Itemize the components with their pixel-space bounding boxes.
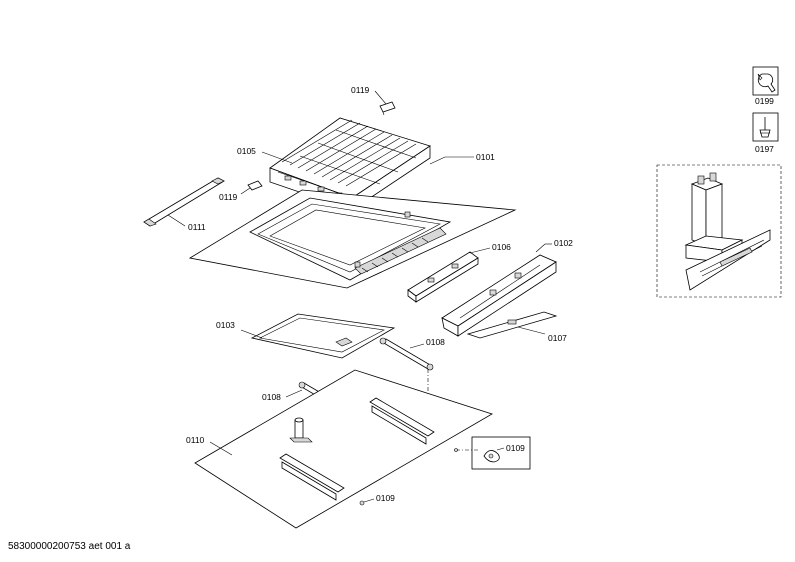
- label-0109-box: 0109: [506, 443, 525, 453]
- part-0105-filter-housing: [269, 117, 431, 211]
- label-0119-mid: 0119: [219, 192, 238, 202]
- label-0102: 0102: [554, 238, 573, 248]
- part-0111-mounting-bar: [143, 177, 225, 227]
- wrench-icon: [752, 66, 779, 96]
- label-0109-bottom: 0109: [376, 493, 395, 503]
- part-0110-base-plate: [194, 369, 493, 529]
- part-0106-electronic-module: [407, 251, 479, 303]
- part-0101-glass-panel: [188, 189, 517, 289]
- label-0107: 0107: [548, 333, 567, 343]
- drawing-number: 58300000200753 aet 001 a: [8, 541, 131, 552]
- label-0101: 0101: [476, 152, 495, 162]
- part-0109-bottom-screw: [359, 500, 365, 506]
- part-0108-right-gas-strut: [379, 337, 434, 371]
- label-0108-right: 0108: [426, 337, 445, 347]
- label-0106: 0106: [492, 242, 511, 252]
- label-0199: 0199: [755, 96, 774, 106]
- label-0111: 0111: [188, 222, 206, 232]
- part-0109-clip-detail-box: [471, 436, 531, 470]
- label-0110: 0110: [186, 435, 205, 445]
- label-0105: 0105: [237, 146, 256, 156]
- label-0103: 0103: [216, 320, 235, 330]
- part-0103-grease-filter: [250, 313, 396, 359]
- part-0107-cover-plate: [466, 311, 558, 339]
- part-0119-mid-clip: [247, 180, 263, 191]
- install-kit-icon: [752, 112, 779, 142]
- label-0108-left: 0108: [262, 392, 281, 402]
- part-0102-air-channel: [441, 254, 557, 337]
- part-0119-top-clip: [379, 101, 396, 116]
- label-0197: 0197: [755, 144, 774, 154]
- accessory-chimney-hood-box: [656, 164, 782, 298]
- label-0119-top: 0119: [351, 85, 370, 95]
